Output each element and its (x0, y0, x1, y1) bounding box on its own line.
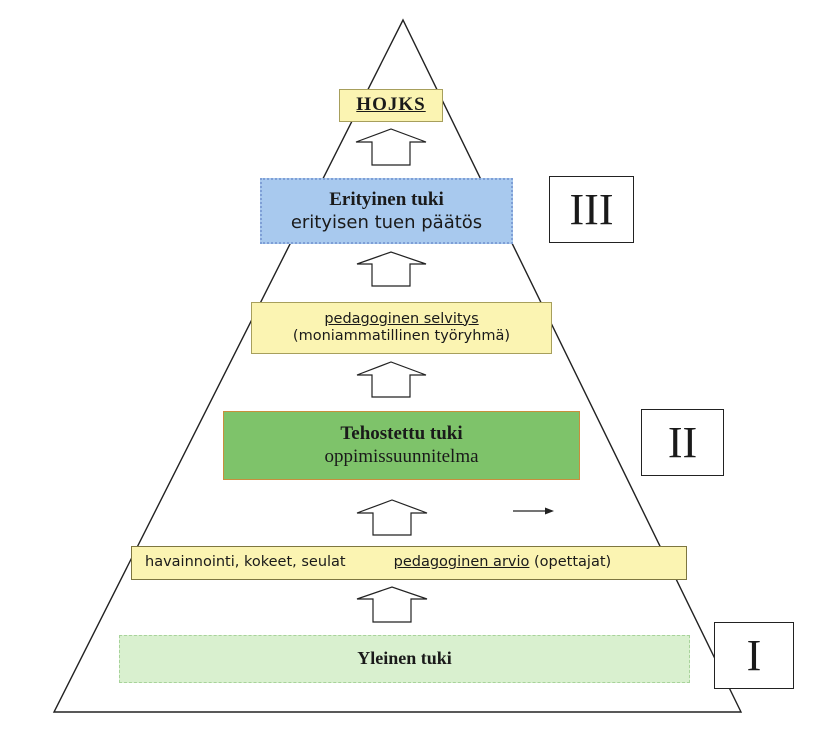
up-arrow-icon (356, 251, 427, 287)
havainnointi-text: havainnointi, kokeet, seulat (145, 554, 346, 571)
pedagoginen-arvio-text: pedagoginen arvio (393, 554, 530, 571)
pedagoginen-selvitys-box: pedagoginen selvitys (moniammatillinen t… (251, 302, 552, 354)
erityinen-tuki-title: Erityinen tuki (329, 188, 444, 210)
erityisen-tuen-paatos-text: erityisen tuen päätös (290, 211, 483, 233)
level-two-label: II (641, 409, 724, 476)
yleinen-tuki-box: Yleinen tuki (119, 635, 690, 683)
yleinen-tuki-title: Yleinen tuki (357, 648, 452, 669)
level-one-label: I (714, 622, 794, 689)
pedagoginen-selvitys-text: pedagoginen selvitys (324, 310, 479, 327)
pyramid-outline (52, 18, 743, 713)
up-arrow-icon (355, 128, 427, 166)
up-arrow-icon (356, 499, 428, 536)
right-arrow-icon (513, 507, 554, 515)
level-three-label: III (549, 176, 634, 243)
erityinen-tuki-box: Erityinen tuki erityisen tuen päätös (260, 178, 513, 244)
hojks-box: HOJKS (339, 89, 443, 122)
opettajat-text: (opettajat) (534, 554, 612, 571)
oppimissuunnitelma-text: oppimissuunnitelma (324, 445, 479, 467)
up-arrow-icon (356, 361, 427, 398)
up-arrow-icon (356, 586, 428, 623)
tehostettu-tuki-box: Tehostettu tuki oppimissuunnitelma (223, 411, 580, 480)
tehostettu-tuki-title: Tehostettu tuki (340, 422, 463, 444)
havainnointi-box: havainnointi, kokeet, seulat pedagoginen… (131, 546, 687, 580)
hojks-label: HOJKS (356, 94, 426, 116)
moniammatillinen-tyoryhma-text: (moniammatillinen työryhmä) (292, 328, 511, 344)
